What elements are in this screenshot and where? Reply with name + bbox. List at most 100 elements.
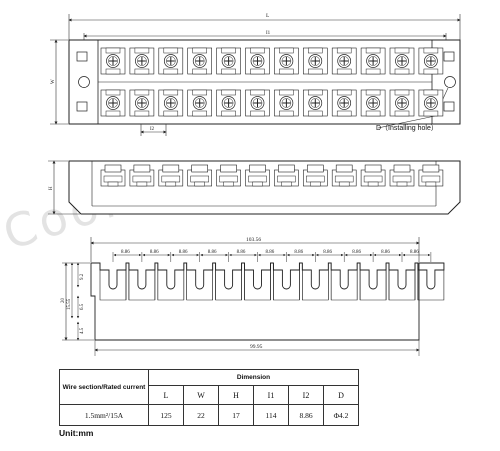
terminal-clip: [192, 47, 207, 54]
terminal-clip: [134, 47, 150, 54]
side-clamp-base: [194, 181, 205, 187]
side-clamp-base: [136, 181, 148, 187]
side-screw-head: [364, 164, 382, 173]
fork-terminal: [417, 263, 445, 301]
terminal-clip: [105, 68, 121, 75]
screw-ring: [339, 56, 349, 66]
side-clamp-base: [367, 181, 379, 187]
side-clamp: [248, 175, 267, 183]
val-W: 22: [183, 404, 219, 426]
terminal-clip: [279, 110, 294, 117]
side-clamp-base: [281, 181, 292, 187]
side-clamp: [421, 175, 441, 183]
side-screw-head: [278, 164, 295, 173]
side-view: H: [48, 160, 461, 215]
terminal-clip: [365, 47, 381, 54]
terminal-clip: [365, 68, 381, 75]
terminal-clip: [279, 47, 294, 54]
terminal-clip: [365, 89, 381, 96]
col-L: L: [148, 385, 184, 405]
side-clamp: [219, 175, 238, 183]
pitch-label: 8.86: [237, 250, 246, 255]
terminal-clip: [308, 68, 323, 75]
row-label: 1.5mm²/15A: [59, 404, 149, 426]
side-clamp: [392, 175, 412, 183]
pitch-label: 8.86: [381, 250, 390, 255]
terminal-clip: [192, 89, 207, 96]
side-clamp-base: [310, 181, 321, 187]
side-clamp: [190, 175, 209, 183]
side-screw-head: [162, 164, 180, 173]
terminal-clip: [105, 47, 121, 54]
side-clamp: [306, 175, 325, 183]
terminal-clip: [279, 89, 294, 96]
height-20-label: 20: [61, 298, 66, 304]
col-H: H: [218, 385, 254, 405]
fork-strip-outline: [90, 262, 445, 341]
terminal-clip: [308, 47, 323, 54]
screw-ring: [223, 56, 234, 66]
terminal-clip: [423, 68, 439, 75]
screw-ring: [281, 56, 292, 66]
screw-ring: [426, 98, 436, 108]
terminal-clip: [221, 110, 236, 117]
terminal-clip: [163, 47, 179, 54]
terminal-clip: [394, 47, 410, 54]
side-clamp: [334, 175, 354, 183]
terminal-clip: [163, 68, 179, 75]
screw-ring: [194, 98, 205, 108]
col-D: D: [323, 385, 359, 405]
dim-4-5-label: 4.5: [80, 327, 85, 334]
terminal-clip: [250, 47, 265, 54]
pitch-label: 8.86: [410, 250, 419, 255]
val-D: Φ4.2: [323, 404, 359, 426]
pitch-label: 8.86: [294, 250, 303, 255]
top-view: L I1 W I2 D（Installing hole）: [50, 13, 461, 136]
side-clamp-base: [107, 181, 119, 187]
val-H: 17: [218, 404, 254, 426]
side-screw-head: [220, 164, 237, 173]
terminal-clip: [394, 68, 410, 75]
dim-L-label: L: [266, 13, 270, 19]
side-clamp-base: [338, 181, 350, 187]
side-screw-head: [422, 164, 440, 173]
dim-15-55-label: 15.55: [67, 298, 72, 310]
technical-drawing: Cooltex L I1 W I2: [0, 13, 461, 356]
terminal-clip: [423, 110, 439, 117]
terminal-clip: [423, 47, 439, 54]
terminal-clip: [250, 68, 265, 75]
terminal-clip: [105, 89, 121, 96]
pitch-label: 8.86: [179, 250, 188, 255]
screw-ring: [194, 56, 205, 66]
overall-width-label: 103.56: [246, 237, 261, 243]
side-clamp: [161, 175, 181, 183]
dimension-table: Wire section/Rated current Dimension L W…: [59, 369, 359, 426]
dim-W-label: W: [51, 79, 56, 84]
screw-ring: [166, 56, 176, 66]
col-I1: I1: [253, 385, 289, 405]
installing-hole-label: D（Installing hole）: [376, 124, 438, 132]
pitch-label: 8.86: [121, 250, 130, 255]
pitch-label: 8.86: [323, 250, 332, 255]
side-clamp-base: [252, 181, 263, 187]
terminal-clip: [250, 110, 265, 117]
terminal-clip: [423, 89, 439, 96]
inner-width-label: 99.95: [250, 344, 263, 350]
side-clamp: [363, 175, 383, 183]
side-clamp-base: [396, 181, 408, 187]
side-screw-head: [335, 164, 353, 173]
dim-6-5-label: 6.5: [80, 303, 85, 310]
terminal-clip: [394, 89, 410, 96]
side-screw-head: [306, 164, 324, 173]
terminal-clip: [221, 47, 236, 54]
side-clamp-base: [425, 181, 437, 187]
screw-ring: [397, 56, 407, 66]
terminal-clip: [221, 68, 236, 75]
side-clamp: [277, 175, 296, 183]
side-clamp: [132, 175, 152, 183]
side-screw-head: [249, 164, 266, 173]
terminal-clip: [308, 89, 323, 96]
screw-ring: [310, 98, 321, 108]
